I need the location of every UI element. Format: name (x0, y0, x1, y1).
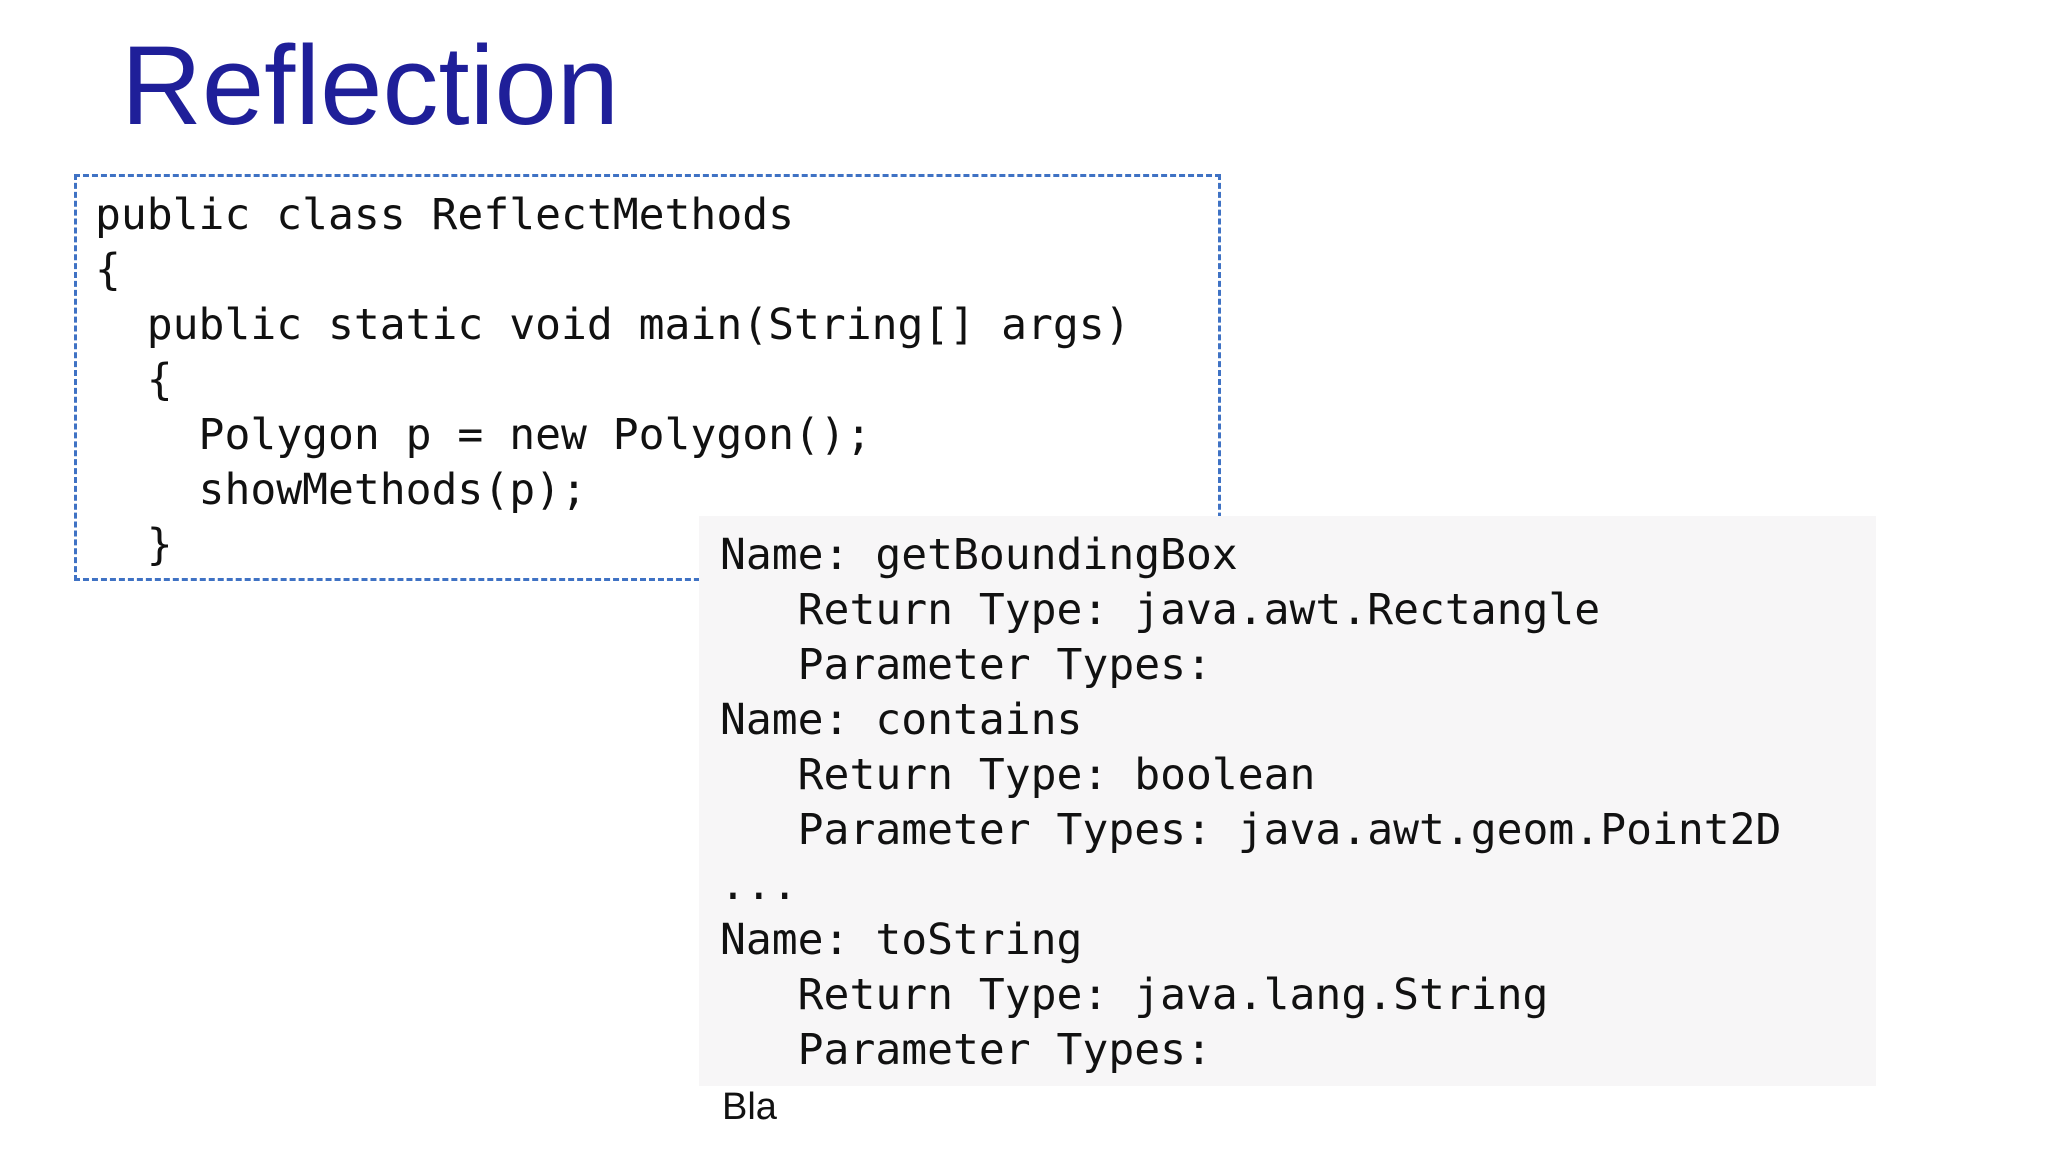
code-snippet-box: public class ReflectMethods { public sta… (74, 174, 1221, 581)
console-output-text: Name: getBoundingBox Return Type: java.a… (720, 530, 1782, 1075)
footer-note-text: Bla (722, 1086, 777, 1128)
code-snippet-text: public class ReflectMethods { public sta… (95, 190, 1131, 570)
slide-title: Reflection (121, 23, 620, 148)
console-output-panel: Name: getBoundingBox Return Type: java.a… (699, 516, 1876, 1086)
